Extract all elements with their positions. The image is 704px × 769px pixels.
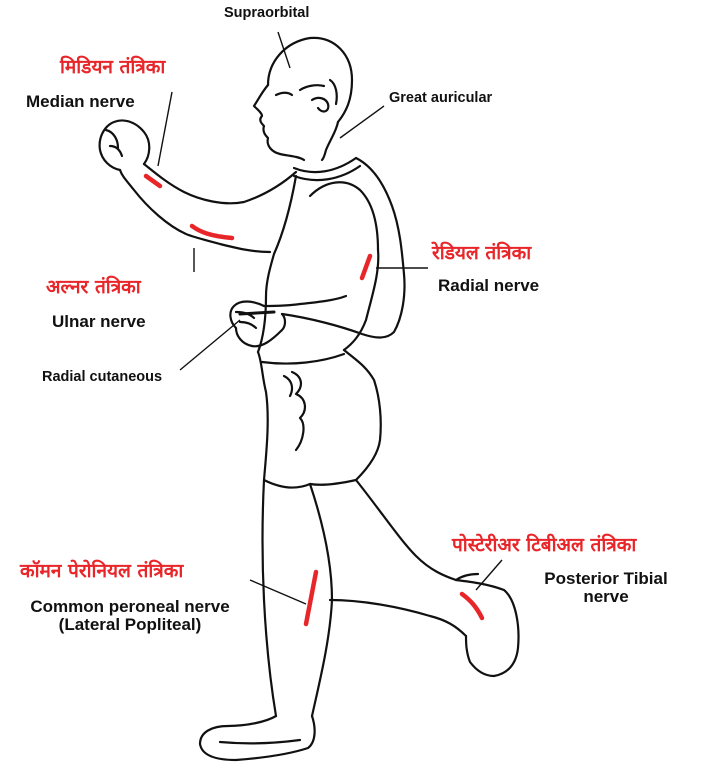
leader-common-peroneal	[250, 580, 306, 604]
label-great-auricular: Great auricular	[389, 91, 492, 106]
radial-cutaneous-nerve-marker	[240, 312, 274, 314]
label-common-peroneal-hindi: कॉमन पेरोनियल तंत्रिका	[20, 562, 183, 582]
common-peroneal-nerve-marker	[306, 572, 316, 624]
label-posterior-tibial-line1: Posterior Tibial	[524, 570, 688, 588]
leader-median	[158, 92, 172, 166]
lower-hand-outline	[230, 302, 285, 347]
label-supraorbital: Supraorbital	[224, 6, 309, 21]
label-median-hindi: मिडियन तंत्रिका	[60, 58, 165, 78]
collar-outline	[294, 158, 360, 180]
leader-supraorbital	[278, 32, 290, 68]
label-posterior-tibial-line2: nerve	[524, 588, 688, 606]
label-ulnar-english: Ulnar nerve	[52, 313, 146, 331]
label-radial-cutaneous: Radial cutaneous	[42, 370, 162, 385]
label-median-english: Median nerve	[26, 93, 135, 111]
head-outline	[254, 38, 352, 160]
posterior-tibial-nerve-marker	[462, 594, 482, 618]
radial-nerve-marker	[362, 256, 370, 278]
shorts-outline	[258, 350, 381, 485]
label-ulnar-hindi: अल्नर तंत्रिका	[46, 278, 141, 298]
label-posterior-tibial-hindi: पोस्टेरीअर टिबीअल तंत्रिका	[452, 536, 636, 556]
label-common-peroneal-line1: Common peroneal nerve	[4, 598, 256, 616]
label-common-peroneal-english: Common peroneal nerve (Lateral Popliteal…	[4, 598, 256, 634]
label-common-peroneal-line2: (Lateral Popliteal)	[4, 616, 256, 634]
torso-outline	[258, 158, 405, 352]
median-nerve-marker	[146, 176, 160, 186]
rear-leg-outline	[330, 480, 518, 676]
label-posterior-tibial-english: Posterior Tibial nerve	[524, 570, 688, 606]
ulnar-nerve-marker	[192, 226, 232, 238]
leader-great-auricular	[340, 106, 384, 138]
leader-radial-cutaneous	[180, 320, 240, 370]
label-radial-hindi: रेडियल तंत्रिका	[432, 244, 531, 264]
label-radial-english: Radial nerve	[438, 277, 539, 295]
